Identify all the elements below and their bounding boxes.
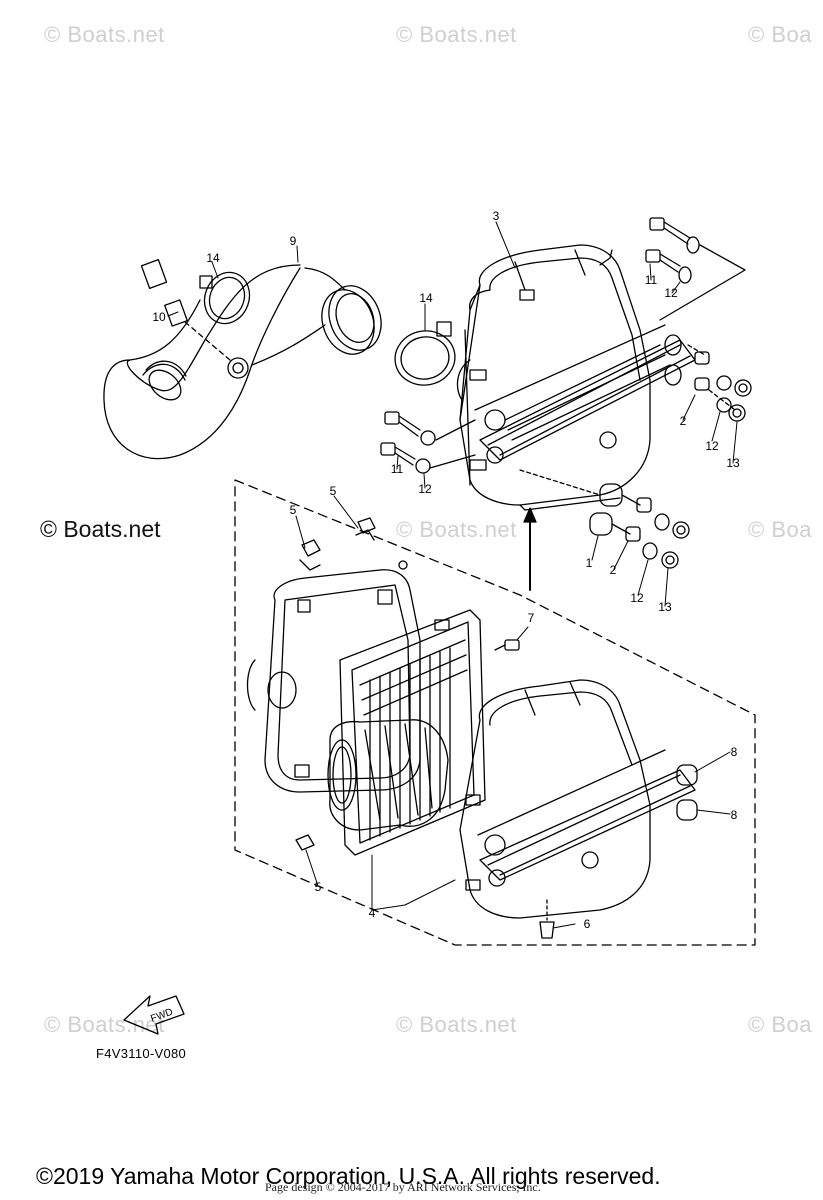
callout-5: 5: [329, 484, 337, 498]
air-box-lower-case: [246, 529, 421, 793]
callout-10: 10: [152, 310, 166, 324]
small-parts-5-6-7-8: [295, 517, 698, 939]
callout-13: 13: [726, 456, 740, 470]
callout-2: 2: [609, 563, 617, 577]
callout-13: 13: [658, 600, 672, 614]
callout-1: 1: [585, 556, 593, 570]
callout-7: 7: [527, 611, 535, 625]
callout-12: 12: [630, 591, 644, 605]
air-box-upper-case: [459, 679, 696, 919]
air-filter-element-part-4: [339, 609, 486, 856]
hose-clamp-part-14: [199, 271, 456, 386]
callout-14: 14: [419, 291, 433, 305]
watermark: © Boa: [748, 22, 812, 47]
callout-6: 6: [583, 917, 591, 931]
intake-hose-part-9: [103, 264, 382, 460]
callout-5: 5: [289, 503, 297, 517]
callout-11: 11: [644, 273, 658, 287]
leader-lines: [167, 221, 738, 929]
callout-12: 12: [664, 286, 678, 300]
watermark: © Boats.net: [44, 22, 165, 47]
breather-fitting-part-10: [140, 258, 249, 379]
watermark: © Boats.net: [44, 1012, 165, 1037]
watermark: © Boats.net: [396, 22, 517, 47]
watermark: © Boats.net: [396, 517, 517, 542]
callout-12: 12: [705, 439, 719, 453]
callout-4: 4: [368, 906, 376, 920]
callout-11: 11: [390, 462, 404, 476]
callout-8: 8: [730, 808, 738, 822]
watermark: © Boa: [748, 517, 812, 542]
intake-duct: [327, 719, 449, 831]
callout-14: 14: [206, 251, 220, 265]
watermark: © Boa: [748, 1012, 812, 1037]
callout-12: 12: [418, 482, 432, 496]
callout-2: 2: [679, 414, 687, 428]
diagram-code: F4V3110-V080: [96, 1046, 187, 1061]
copyright-notice: ©2019 Yamaha Motor Corporation, U.S.A. A…: [36, 1163, 661, 1189]
assembly-arrowhead: [523, 507, 537, 523]
watermark-dark: © Boats.net: [40, 516, 161, 542]
mount-hardware-upper: [664, 334, 752, 422]
bolts-part-11: [380, 217, 746, 474]
forward-direction-arrow: FWD: [123, 995, 185, 1035]
callout-9: 9: [289, 234, 297, 248]
callout-8: 8: [730, 745, 738, 759]
page-design-credit: Page design © 2004-2017 by ARI Network S…: [265, 1180, 541, 1194]
callout-3: 3: [492, 209, 500, 223]
callout-5: 5: [314, 880, 322, 894]
mount-hardware-lower: [519, 469, 690, 569]
watermark: © Boats.net: [396, 1012, 517, 1037]
air-box-assembly-part-3: [456, 244, 696, 511]
exploded-view-boundary: [234, 479, 756, 946]
